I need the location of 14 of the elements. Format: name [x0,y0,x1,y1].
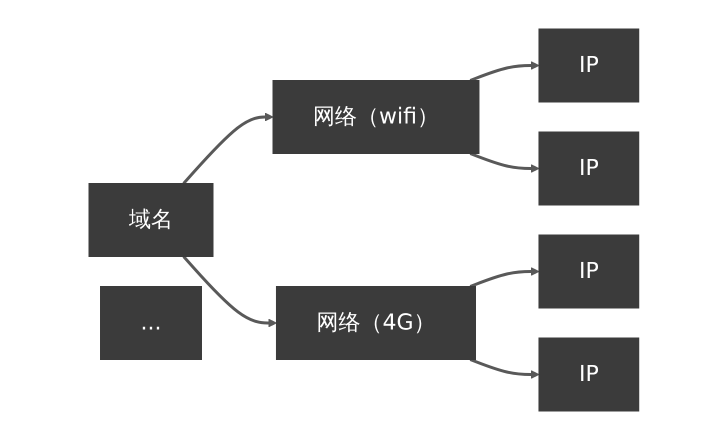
arrow [469,60,539,82]
arrow [182,112,274,184]
node-box: IP [538,131,639,205]
arrow [469,152,539,172]
arrow [182,255,276,327]
node-box: IP [538,28,639,102]
node-box: IP [538,337,639,411]
node-box: 网络（wifi） [272,80,480,154]
node-box: 域名 [88,182,214,256]
node-box: IP [538,234,639,308]
arrow [469,358,539,378]
arrow [469,266,539,288]
node-box: ... [100,286,202,360]
node-box: 网络（4G） [276,286,476,360]
